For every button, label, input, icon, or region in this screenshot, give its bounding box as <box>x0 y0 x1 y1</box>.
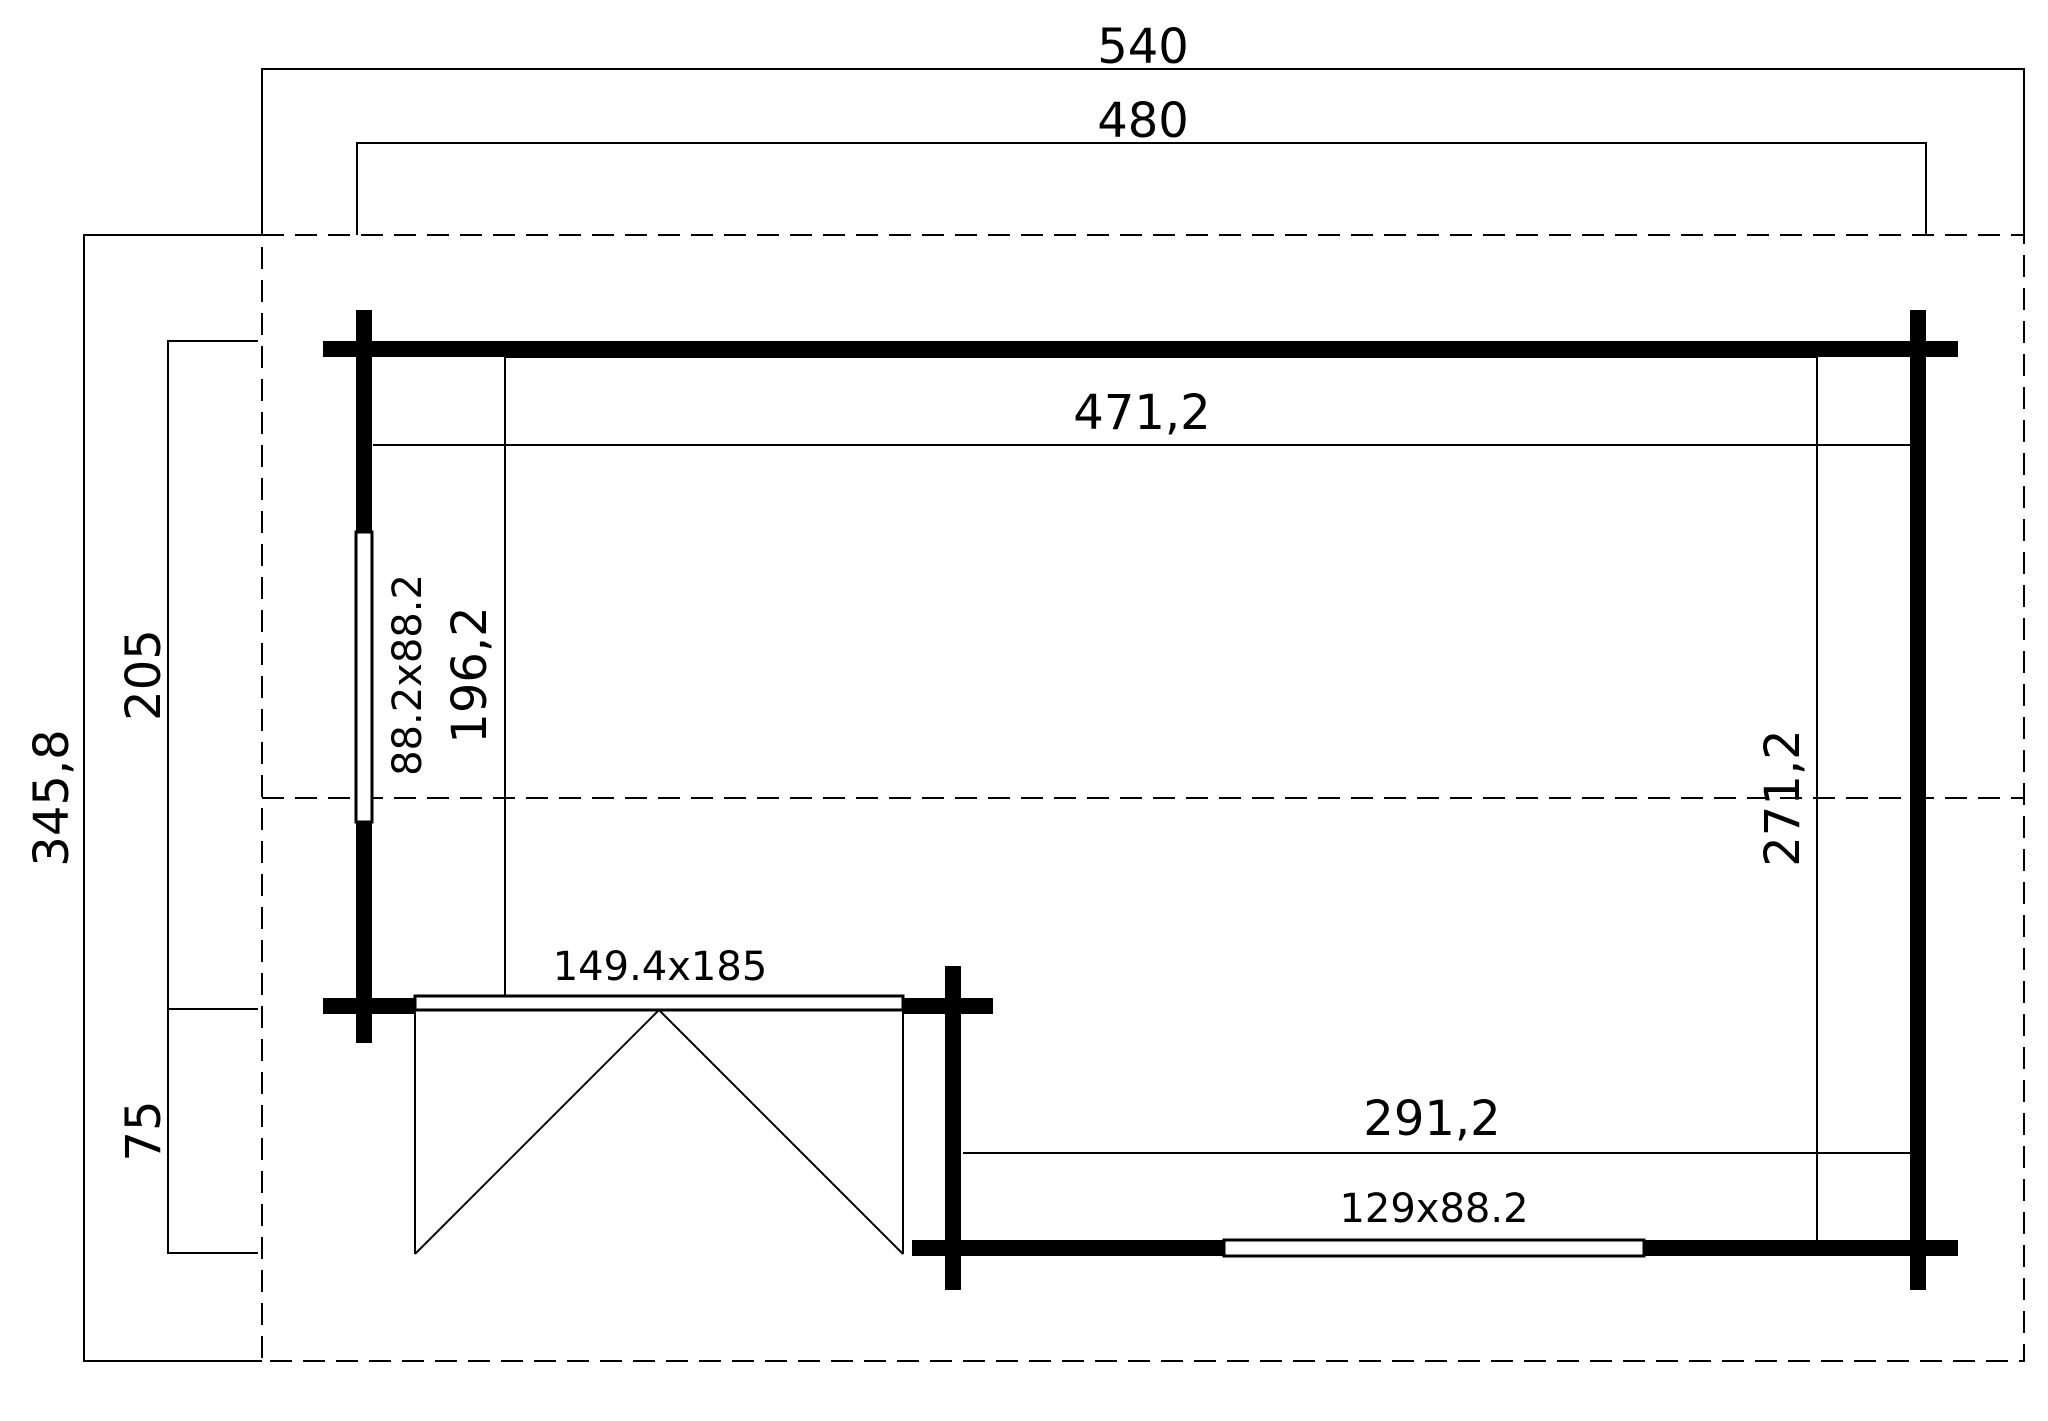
inner-wall-lines <box>505 356 1818 1240</box>
side-window <box>354 530 374 824</box>
front-window <box>1222 1238 1646 1258</box>
overall-width-label: 540 <box>1097 19 1189 75</box>
door <box>413 994 905 1255</box>
side-window-size-label: 88.2x88.2 <box>385 574 431 776</box>
door-size-label: 149.4x185 <box>553 944 768 990</box>
depth-front-label: 205 <box>116 629 172 721</box>
inner-depth-right-label: 271,2 <box>1755 729 1811 866</box>
inner-width-bottom-label: 291,2 <box>1363 1091 1500 1147</box>
wall-width-label: 480 <box>1097 93 1189 149</box>
inner-depth-left-label: 196,2 <box>442 606 498 743</box>
roof-outline <box>261 234 2025 1362</box>
depth-back-label: 75 <box>116 1100 172 1161</box>
front-window-size-label: 129x88.2 <box>1339 1186 1528 1232</box>
overall-depth-label: 345,8 <box>24 729 80 866</box>
inner-width-label: 471,2 <box>1073 385 1210 441</box>
